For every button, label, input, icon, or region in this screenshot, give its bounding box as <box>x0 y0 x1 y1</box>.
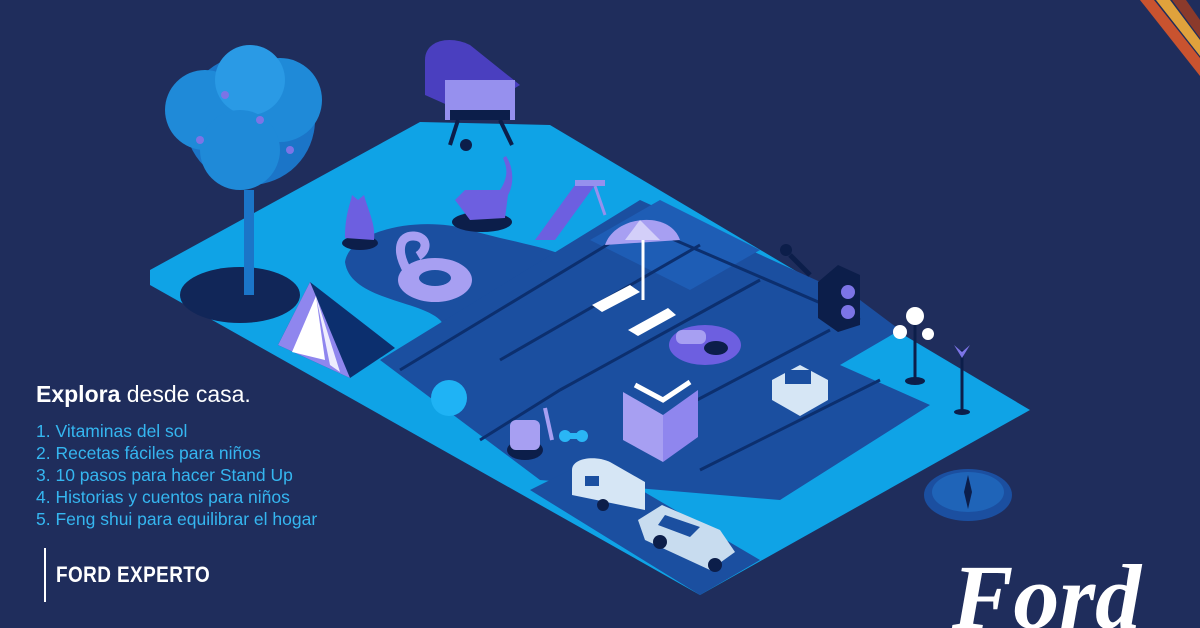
topic-item[interactable]: 3. 10 pasos para hacer Stand Up <box>36 465 293 485</box>
headline-rest: desde casa. <box>120 381 251 407</box>
tree-shadow <box>180 267 300 323</box>
manhole-compass-icon <box>924 469 1012 521</box>
stove-icon <box>772 365 828 416</box>
cat-icon <box>342 156 513 250</box>
topic-item[interactable]: 2. Recetas fáciles para niños <box>36 443 261 463</box>
flower-icon <box>893 307 970 415</box>
headline-strong: Explora <box>36 381 121 407</box>
book-icon <box>623 379 698 462</box>
speaker-icon <box>818 265 860 332</box>
topic-item[interactable]: 5. Feng shui para equilibrar el hogar <box>36 509 318 529</box>
tent-icon <box>278 282 395 378</box>
brand-divider <box>44 548 46 602</box>
dumbbell-icon <box>559 430 588 442</box>
topic-item[interactable]: 1. Vitaminas del sol <box>36 421 188 441</box>
brand-name: FORD EXPERTO <box>56 562 211 587</box>
tree-icon <box>165 45 322 295</box>
rug-icon <box>669 325 741 365</box>
caravan-icon <box>572 458 645 511</box>
exercise-bike-icon <box>507 407 554 460</box>
lounge-chair-icon <box>592 285 676 336</box>
flamingo-float-icon <box>396 231 472 302</box>
ball-icon <box>431 380 467 416</box>
corner-stripes-icon <box>1140 0 1200 76</box>
topic-item[interactable]: 4. Historias y cuentos para niños <box>36 487 290 507</box>
headline: Explora desde casa. <box>36 381 251 408</box>
car-icon <box>638 505 735 572</box>
topic-list: 1. Vitaminas del sol 2. Recetas fáciles … <box>36 420 317 530</box>
umbrella-icon <box>605 219 680 300</box>
ford-logo-text: Ford <box>951 546 1143 628</box>
ford-logo-icon: Ford <box>951 546 1143 628</box>
microphone-icon <box>780 244 812 277</box>
grill-icon <box>425 40 520 151</box>
slide-icon <box>535 180 607 240</box>
